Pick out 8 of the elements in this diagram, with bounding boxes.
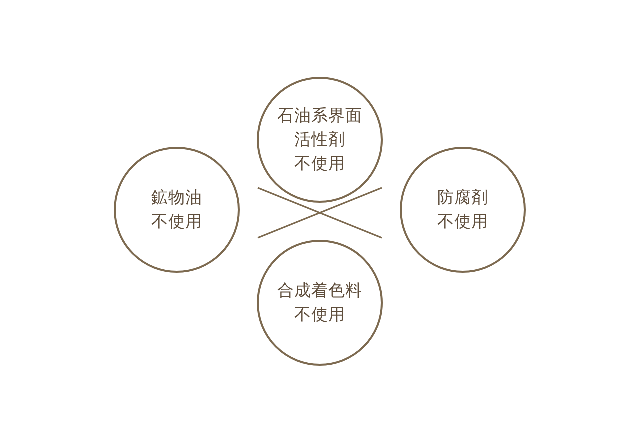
circle-label: 不使用 [150, 211, 204, 233]
circle-label: 不使用 [294, 153, 346, 175]
circle-label: 不使用 [436, 211, 490, 233]
circle-label: 石油系界面活性剤 [276, 105, 364, 151]
circle-label: 鉱物油 [150, 187, 204, 209]
circle-label: 不使用 [294, 304, 346, 326]
circle-label: 防腐剤 [436, 187, 490, 209]
circle-label: 合成着色料 [276, 280, 364, 302]
